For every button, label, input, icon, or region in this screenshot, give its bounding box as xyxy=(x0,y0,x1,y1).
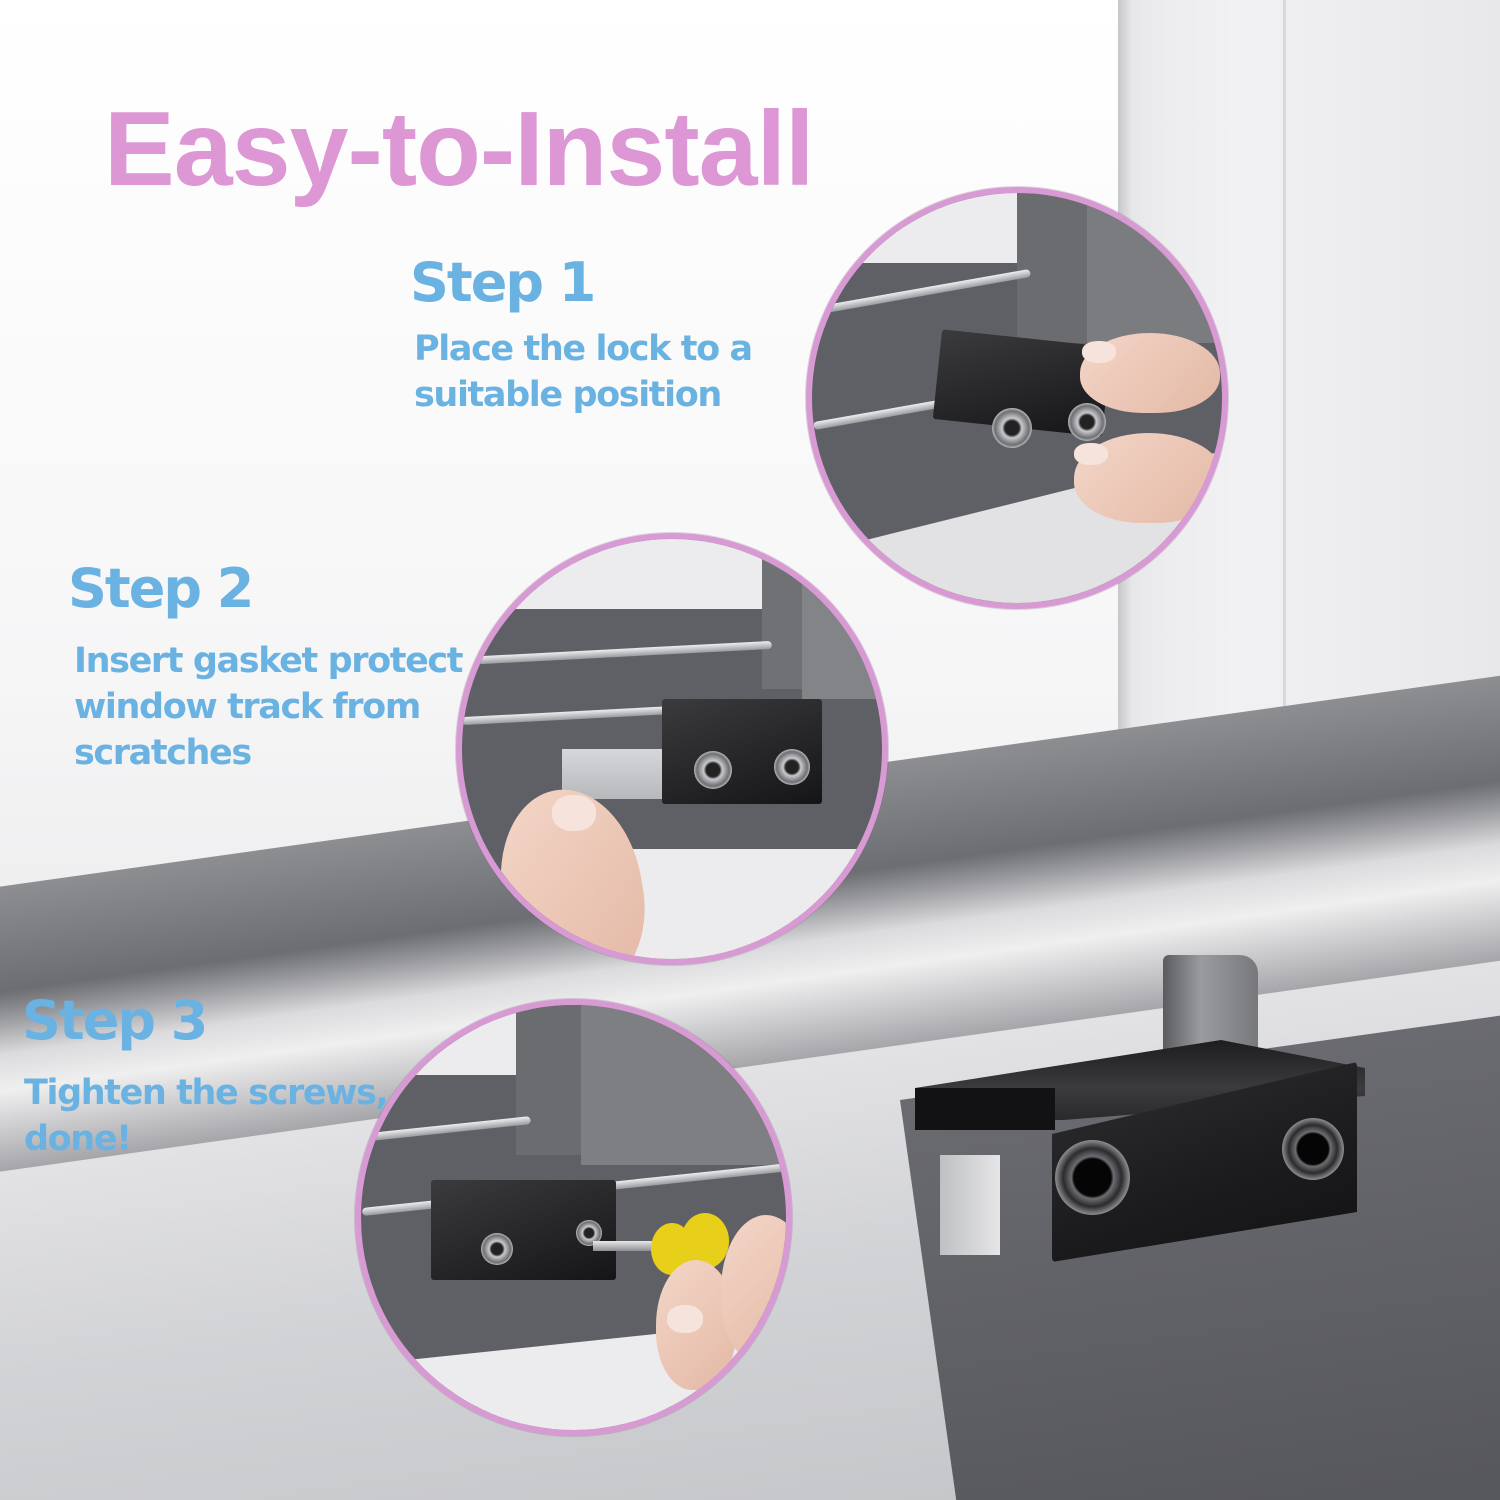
step-1-description: Place the lock to a suitable position xyxy=(414,329,753,415)
protective-gasket xyxy=(940,1155,1000,1255)
step-2-description: Insert gasket protect window track from … xyxy=(74,641,463,773)
step-2-photo xyxy=(456,533,888,965)
step-3-description: Tighten the screws, done! xyxy=(24,1073,389,1159)
step-1-photo xyxy=(806,187,1228,609)
step-3-heading: Step 3 xyxy=(22,989,208,1052)
hex-screw-icon xyxy=(1055,1140,1130,1215)
page-title: Easy-to-Install xyxy=(104,90,815,208)
step-3-photo xyxy=(355,999,792,1436)
hex-screw-icon xyxy=(1282,1118,1344,1180)
step-2-heading: Step 2 xyxy=(68,557,254,620)
lock-side-plate xyxy=(915,1088,1055,1130)
step-1-heading: Step 1 xyxy=(410,251,596,314)
